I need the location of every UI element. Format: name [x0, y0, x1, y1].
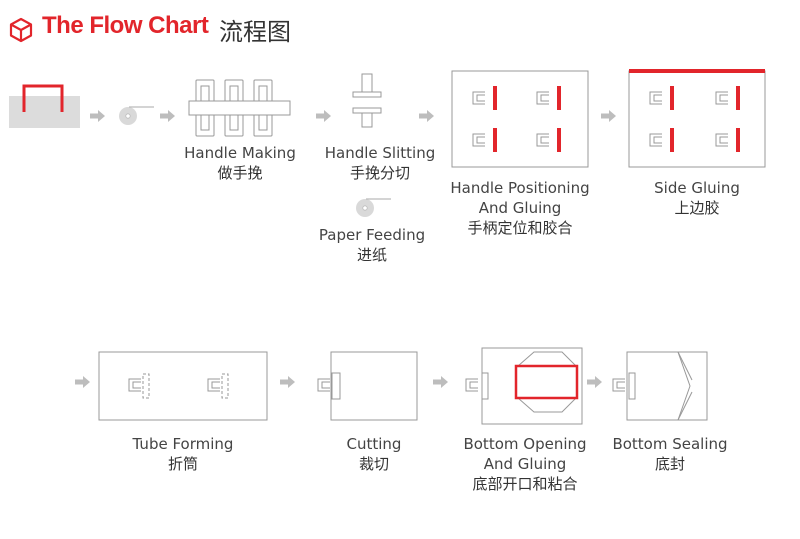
paper-roll-graphic	[118, 106, 155, 126]
step-label-cn: 底封	[654, 455, 685, 473]
step-label-cn: 手柄定位和胶合	[467, 219, 573, 237]
step-handle-slitting: Handle Slitting 手挽分切	[310, 143, 450, 183]
side-gluing-graphic	[628, 69, 766, 168]
arrow-1	[90, 110, 105, 122]
handle-making-graphic	[188, 79, 291, 137]
step-label-en-2: And Gluing	[478, 199, 562, 217]
step-bottom-sealing: Bottom Sealing 底封	[605, 434, 735, 474]
step-label-en: Bottom Sealing	[612, 435, 728, 453]
step-bottom-opening: Bottom Opening And Gluing 底部开口和粘合	[450, 434, 600, 494]
title-en: The Flow Chart	[42, 12, 209, 39]
step-label-en: Side Gluing	[654, 179, 740, 197]
title-cn: 流程图	[219, 18, 291, 46]
step-label-en: Cutting	[346, 435, 402, 453]
arrow-8	[433, 376, 448, 388]
step-label-en: Paper Feeding	[318, 226, 426, 244]
tube-forming-graphic	[98, 351, 268, 421]
bottom-sealing-graphic	[612, 351, 708, 421]
step-label-cn: 折筒	[167, 455, 198, 473]
step-label-en: Handle Positioning	[450, 179, 590, 197]
step-label-cn: 上边胶	[674, 199, 720, 217]
step-label-en: Handle Slitting	[324, 144, 436, 162]
step-label-cn: 底部开口和粘合	[472, 475, 578, 493]
cutting-graphic	[317, 351, 418, 421]
arrow-5	[601, 110, 616, 122]
step-label-en: Handle Making	[184, 144, 296, 162]
step-side-gluing: Side Gluing 上边胶	[625, 178, 769, 218]
bottom-opening-graphic	[465, 347, 583, 425]
paper-feeding-roll-graphic	[355, 198, 392, 218]
step-cutting: Cutting 裁切	[314, 434, 434, 474]
step-label-en-2: And Gluing	[483, 455, 567, 473]
arrow-4	[419, 110, 434, 122]
arrow-3	[316, 110, 331, 122]
raw-paper-handle-graphic	[9, 84, 80, 128]
step-label-cn: 手挽分切	[349, 164, 410, 182]
step-paper-feeding: Paper Feeding 进纸	[302, 225, 442, 265]
arrow-9	[587, 376, 602, 388]
arrow-7	[280, 376, 295, 388]
step-label-cn: 进纸	[356, 246, 387, 264]
step-label-cn: 做手挽	[217, 164, 263, 182]
step-tube-forming: Tube Forming 折筒	[113, 434, 253, 474]
handle-positioning-graphic	[451, 70, 589, 168]
step-handle-positioning: Handle Positioning And Gluing 手柄定位和胶合	[440, 178, 600, 238]
step-label-cn: 裁切	[358, 455, 389, 473]
step-label-en: Bottom Opening	[463, 435, 587, 453]
step-handle-making: Handle Making 做手挽	[170, 143, 310, 183]
step-label-en: Tube Forming	[132, 435, 234, 453]
handle-slitting-graphic	[352, 73, 382, 128]
arrow-2	[160, 110, 175, 122]
box-logo-icon	[9, 17, 33, 43]
arrow-6	[75, 376, 90, 388]
